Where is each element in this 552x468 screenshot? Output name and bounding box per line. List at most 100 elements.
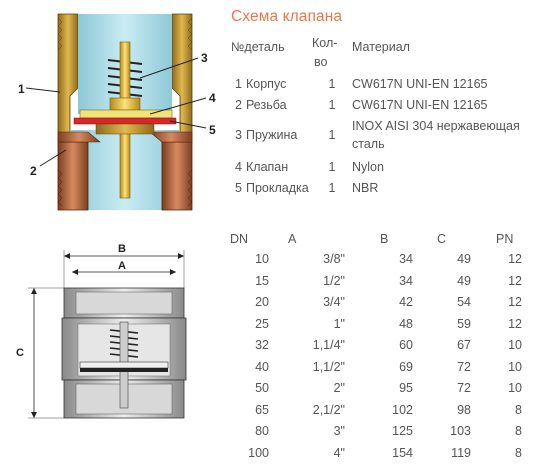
part-qty: 1 xyxy=(328,181,336,195)
table-row: 1 Корпус 1 CW617N UNI-EN 12165 xyxy=(231,77,552,97)
part-number: 5 xyxy=(235,181,242,195)
parts-header-material: Материал xyxy=(352,40,410,54)
part-number: 2 xyxy=(235,98,242,112)
part-material: NBR xyxy=(352,181,379,195)
part-name: Клапан xyxy=(246,160,289,174)
dim-b: 48 xyxy=(399,316,413,331)
part-material-line2: сталь xyxy=(352,137,385,151)
part-qty: 1 xyxy=(328,98,336,112)
part-number: 3 xyxy=(235,128,242,142)
callout-4: 4 xyxy=(209,91,216,105)
part-material-line1: INOX AISI 304 нержавеющая xyxy=(352,119,520,133)
dim-header-c: C xyxy=(437,232,447,246)
dim-c: 72 xyxy=(457,359,471,374)
dim-c: 98 xyxy=(457,402,471,417)
dim-dn: 10 xyxy=(255,252,269,266)
dim-b: 154 xyxy=(392,445,413,460)
dim-pn: 10 xyxy=(508,338,522,352)
dim-dn: 20 xyxy=(255,295,269,309)
dim-c: 54 xyxy=(457,295,471,309)
part-name: Прокладка xyxy=(246,181,309,195)
dim-a: 1/2" xyxy=(323,273,345,288)
dim-pn: 12 xyxy=(508,273,522,288)
dim-pn: 8 xyxy=(515,402,522,417)
threaded-end xyxy=(57,131,193,211)
dim-a: 1" xyxy=(333,316,345,331)
table-row: 20 3/4" 42 54 12 xyxy=(0,295,552,315)
table-row: 15 1/2" 34 49 12 xyxy=(0,274,552,294)
table-row: 50 2" 95 72 10 xyxy=(0,381,552,401)
table-row: 80 3" 125 103 8 xyxy=(0,424,552,444)
dim-header-pn: PN xyxy=(496,232,514,246)
part-name: Пружина xyxy=(246,128,298,142)
valve-dimension-diagram: B A C xyxy=(16,243,187,419)
dim-a: 2,1/2" xyxy=(312,402,345,417)
dim-dn: 25 xyxy=(255,316,269,331)
dim-c: 72 xyxy=(457,381,471,395)
dim-c: 49 xyxy=(457,273,471,288)
dim-pn: 12 xyxy=(508,252,522,266)
dim-pn: 8 xyxy=(515,424,522,438)
dim-b: 34 xyxy=(399,273,413,288)
dim-c: 119 xyxy=(451,445,471,460)
dim-dn: 32 xyxy=(255,338,269,352)
dim-a: 2" xyxy=(333,381,345,395)
dim-a: 3/4" xyxy=(323,295,345,309)
table-row: 3 Пружина 1 INOX AISI 304 нержавеющая ст… xyxy=(231,119,552,151)
dim-b: 125 xyxy=(392,424,413,438)
part-qty: 1 xyxy=(328,77,336,91)
dim-dn: 15 xyxy=(255,273,269,288)
dim-c: 49 xyxy=(457,252,471,266)
part-qty: 1 xyxy=(328,128,336,142)
callout-1: 1 xyxy=(18,82,25,96)
gasket-outline xyxy=(80,368,168,372)
part-material: CW617N UNI-EN 12165 xyxy=(352,77,488,91)
dim-pn: 10 xyxy=(508,381,522,395)
callout-lines xyxy=(25,57,207,167)
part-name: Корпус xyxy=(246,77,287,91)
dimension-b-label: B xyxy=(118,243,126,255)
dim-header-a: A xyxy=(288,232,297,246)
dim-a: 3/8" xyxy=(323,252,345,266)
part-qty: 1 xyxy=(328,160,336,174)
dim-a: 3" xyxy=(333,424,345,438)
lower-guide xyxy=(95,123,155,135)
dim-dn: 50 xyxy=(255,381,269,395)
dim-dn: 65 xyxy=(255,402,269,417)
table-row: 4 Клапан 1 Nylon xyxy=(231,160,552,180)
parts-header-qty-line2: во xyxy=(314,55,328,69)
dim-b: 69 xyxy=(399,359,413,374)
dim-b: 42 xyxy=(399,295,413,309)
gasket xyxy=(73,117,177,125)
part-material: CW617N UNI-EN 12165 xyxy=(352,98,488,112)
dim-pn: 10 xyxy=(508,359,522,374)
dim-dn: 100 xyxy=(248,445,269,460)
callout-2: 2 xyxy=(30,164,37,178)
dim-pn: 12 xyxy=(508,295,522,309)
dim-b: 60 xyxy=(399,338,413,352)
page-title: Схема клапана xyxy=(231,8,343,25)
dim-c: 103 xyxy=(450,424,471,438)
dim-header-b: B xyxy=(380,232,389,246)
parts-header-qty-line1: Кол- xyxy=(312,36,338,50)
dim-a: 4" xyxy=(333,445,345,460)
dim-b: 95 xyxy=(399,381,413,395)
parts-header-num-name: №деталь xyxy=(231,40,285,54)
part-number: 1 xyxy=(235,77,242,91)
dim-b: 34 xyxy=(399,252,413,266)
table-row: 2 Резьба 1 CW617N UNI-EN 12165 xyxy=(231,98,552,118)
valve-section-diagram: 1 2 3 4 5 xyxy=(18,13,216,211)
spring-guide xyxy=(109,97,141,111)
table-row: 65 2,1/2" 102 98 8 xyxy=(0,403,552,423)
table-row: 10 3/8" 34 49 12 xyxy=(0,252,552,272)
dim-dn: 80 xyxy=(255,424,269,438)
dim-b: 102 xyxy=(392,402,413,417)
dimension-c-label: C xyxy=(16,347,24,359)
dim-a: 1,1/4" xyxy=(312,338,345,352)
dim-c: 67 xyxy=(457,338,471,352)
table-row: 32 1,1/4" 60 67 10 xyxy=(0,338,552,358)
dimension-a-label: A xyxy=(118,260,126,272)
